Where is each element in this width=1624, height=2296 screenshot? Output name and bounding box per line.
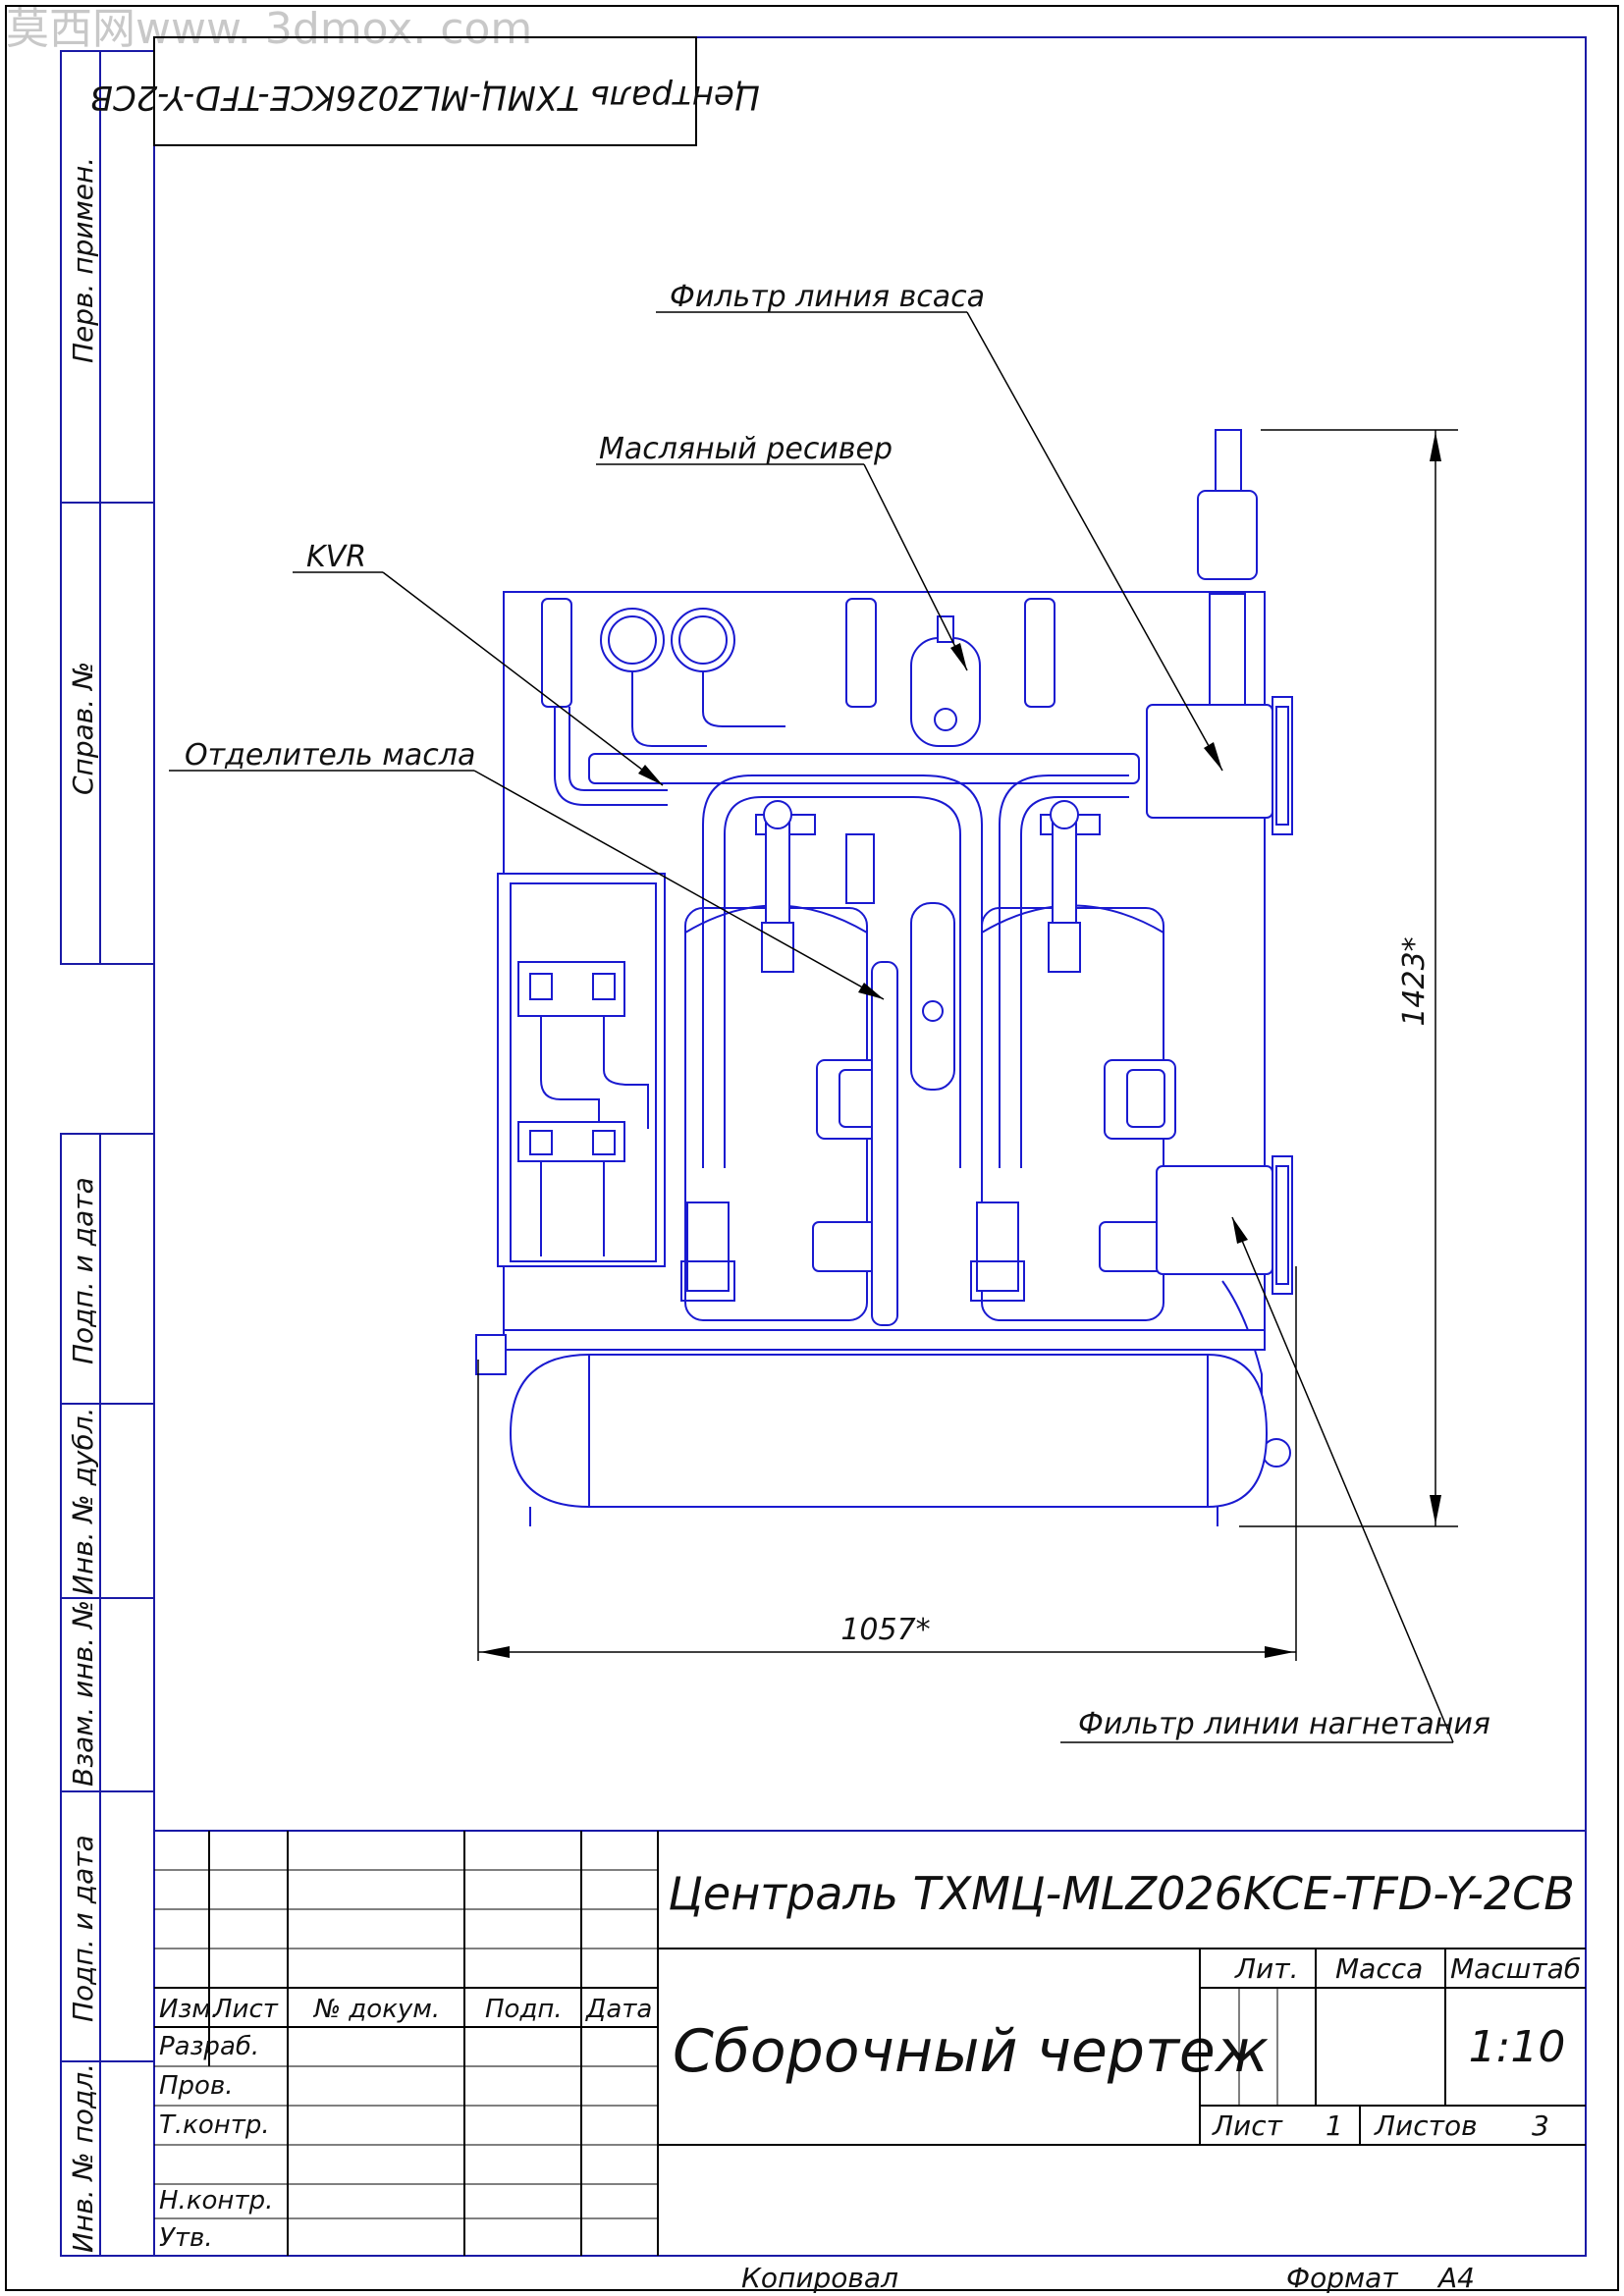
col-header-podp: Подп. bbox=[485, 1995, 563, 2024]
callout-oil-receiver-text: Масляный ресивер bbox=[599, 432, 893, 466]
callout-kvr: KVR bbox=[293, 540, 664, 786]
title-block-designation: Централь TXMЦ-MLZ026KCE-TFD-Y-2CB bbox=[668, 1867, 1575, 1920]
compressor-right bbox=[981, 904, 1176, 1321]
col-header-list: Лист bbox=[212, 1995, 279, 2024]
height-dimension-value: 1423* bbox=[1397, 936, 1432, 1026]
side-label-inv-dubl: Инв. № дубл. bbox=[67, 1407, 99, 1595]
scale-value: 1:10 bbox=[1469, 2022, 1566, 2072]
lit-label: Лит. bbox=[1234, 1952, 1298, 1985]
rotated-designation: Централь TXMЦ-MLZ026KCE-TFD-Y-2CB bbox=[90, 78, 761, 117]
sheet-value: 1 bbox=[1326, 2109, 1343, 2142]
rotated-designation-box: Централь TXMЦ-MLZ026KCE-TFD-Y-2CB bbox=[90, 36, 761, 146]
width-dimension-value: 1057* bbox=[840, 1613, 930, 1647]
liquid-receiver bbox=[475, 1329, 1269, 1526]
col-header-doc-no: № докум. bbox=[312, 1995, 440, 2024]
side-label-inv-podl: Инв. № подл. bbox=[67, 2063, 99, 2253]
width-dimension: 1057* bbox=[477, 1266, 1297, 1661]
footer-format-value: A4 bbox=[1436, 2262, 1475, 2294]
role-razrab: Разраб. bbox=[159, 2032, 259, 2061]
watermark: 莫西网www. 3dmox. com bbox=[6, 4, 532, 54]
suction-outlet-pipe bbox=[1209, 593, 1246, 713]
side-label-perv-primen: Перв. примен. bbox=[67, 157, 99, 363]
side-label-vzam-inv: Взам. инв. № bbox=[67, 1600, 99, 1787]
discharge-filter bbox=[1156, 1165, 1273, 1275]
scale-label: Масштаб bbox=[1450, 1952, 1581, 1985]
side-column: Перв. примен. Справ. № Подп. и дата Инв.… bbox=[60, 50, 155, 2257]
footer-copied: Копировал bbox=[741, 2262, 898, 2294]
refrigeration-unit bbox=[475, 429, 1293, 1526]
role-prov: Пров. bbox=[159, 2071, 234, 2101]
pressure-gauge-1 bbox=[600, 608, 665, 672]
side-label-podp-data-1: Подп. и дата bbox=[67, 1177, 99, 1364]
outer-border bbox=[5, 5, 1619, 2291]
role-utv: Утв. bbox=[159, 2223, 213, 2253]
callout-oil-separator: Отделитель масла bbox=[169, 738, 885, 1000]
side-label-podp-data-2: Подп. и дата bbox=[67, 1835, 99, 2022]
role-t-kontr: Т.контр. bbox=[159, 2110, 270, 2140]
footer-format-label: Формат bbox=[1286, 2262, 1398, 2294]
callout-discharge-filter-text: Фильтр линии нагнетания bbox=[1078, 1707, 1490, 1741]
callout-suction-filter: Фильтр линия всаса bbox=[656, 280, 1223, 772]
sheet-label: Лист bbox=[1212, 2109, 1283, 2142]
role-n-kontr: Н.контр. bbox=[159, 2186, 273, 2216]
callout-oil-separator-text: Отделитель масла bbox=[185, 738, 475, 773]
callout-oil-receiver: Масляный ресивер bbox=[596, 432, 968, 671]
callout-kvr-text: KVR bbox=[306, 540, 366, 574]
sheets-value: 3 bbox=[1532, 2109, 1549, 2142]
pressure-gauge-2 bbox=[671, 608, 735, 672]
side-label-sprav-no: Справ. № bbox=[67, 662, 99, 795]
document-name: Сборочный чертеж bbox=[673, 2017, 1269, 2086]
oil-separator bbox=[871, 961, 898, 1326]
callout-suction-filter-text: Фильтр линия всаса bbox=[670, 280, 985, 314]
sheets-label: Листов bbox=[1374, 2109, 1478, 2142]
callout-discharge-filter: Фильтр линии нагнетания bbox=[1060, 1216, 1490, 1743]
compressor-left bbox=[684, 904, 889, 1321]
height-dimension: 1423* bbox=[1239, 429, 1458, 1527]
mass-label: Масса bbox=[1335, 1952, 1423, 1985]
col-header-izm: Изм. bbox=[159, 1995, 219, 2024]
control-box bbox=[497, 873, 666, 1267]
title-block: Изм. Лист № докум. Подп. Дата Разраб. Пр… bbox=[153, 1830, 1587, 2257]
col-header-data: Дата bbox=[585, 1995, 652, 2024]
suction-filter bbox=[1146, 704, 1273, 819]
